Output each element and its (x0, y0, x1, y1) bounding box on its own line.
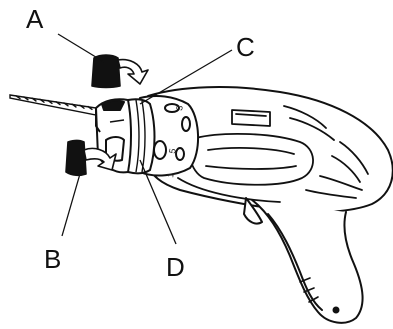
drill-bit (10, 95, 96, 115)
callout-label-b: B (44, 244, 61, 274)
callout-label-a: A (26, 4, 44, 34)
callout-label-c: C (236, 32, 255, 62)
callout-label-d: D (166, 252, 185, 282)
